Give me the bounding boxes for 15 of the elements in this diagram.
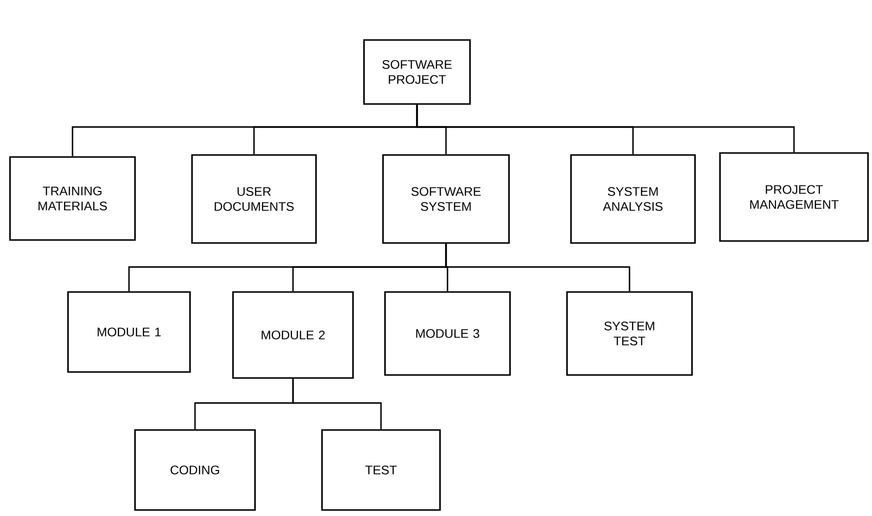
process-box: MODULE 2 <box>232 291 354 379</box>
process-box: SYSTEM TEST <box>566 291 693 376</box>
process-box: CODING <box>134 429 256 511</box>
process-box: TRAINING MATERIALS <box>9 156 136 241</box>
process-box: TEST <box>321 429 441 511</box>
process-box: SYSTEM ANALYSIS <box>570 154 696 244</box>
connector-line <box>445 244 630 292</box>
connector-line <box>416 104 795 152</box>
process-box: MODULE 1 <box>67 291 191 373</box>
process-box: SOFTWARE SYSTEM <box>382 154 510 244</box>
process-box: PROJECT MANAGEMENT <box>719 152 869 242</box>
process-box: MODULE 3 <box>384 291 511 376</box>
process-box: USER DOCUMENTS <box>191 154 317 244</box>
connector-line <box>292 378 382 430</box>
process-box: SOFTWARE PROJECT <box>363 39 471 105</box>
